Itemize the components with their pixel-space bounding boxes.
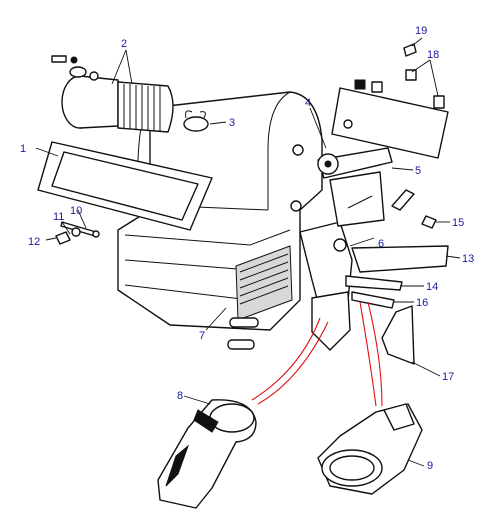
callout-14: 14 (426, 281, 438, 293)
callout-5: 5 (415, 165, 421, 177)
demister-duct-left (157, 399, 257, 509)
callout-17: 17 (442, 371, 454, 383)
callout-7: 7 (199, 330, 205, 342)
callout-leaders (35, 37, 461, 467)
demister-duct-right (317, 403, 423, 495)
callout-16: 16 (416, 297, 428, 309)
callout-8: 8 (177, 390, 183, 402)
callout-18: 18 (427, 49, 439, 61)
heater-housing (117, 91, 323, 350)
screws (55, 189, 437, 245)
clip (403, 43, 417, 57)
plate (351, 291, 395, 309)
control-plate (331, 69, 449, 159)
blower-motor (51, 55, 174, 133)
callout-10: 10 (70, 205, 82, 217)
callout-11: 11 (53, 211, 64, 223)
hose-clamp (183, 110, 209, 132)
link-rod (345, 275, 403, 291)
callout-12: 12 (28, 236, 40, 248)
gasket-frame (37, 141, 213, 231)
duct-connection-lines (251, 301, 383, 407)
callout-15: 15 (452, 217, 464, 229)
callout-19: 19 (415, 25, 427, 37)
operating-lever (351, 245, 449, 273)
callout-4: 4 (305, 97, 311, 109)
callout-1: 1 (20, 143, 26, 155)
callout-2: 2 (121, 38, 127, 50)
callout-labels: 1 2 3 4 5 6 7 8 9 10 11 12 13 14 15 16 1… (20, 25, 474, 472)
callout-13: 13 (462, 253, 474, 265)
callout-6: 6 (378, 238, 384, 250)
callout-3: 3 (229, 117, 235, 129)
mounting-bracket (381, 305, 415, 365)
callout-9: 9 (427, 460, 433, 472)
